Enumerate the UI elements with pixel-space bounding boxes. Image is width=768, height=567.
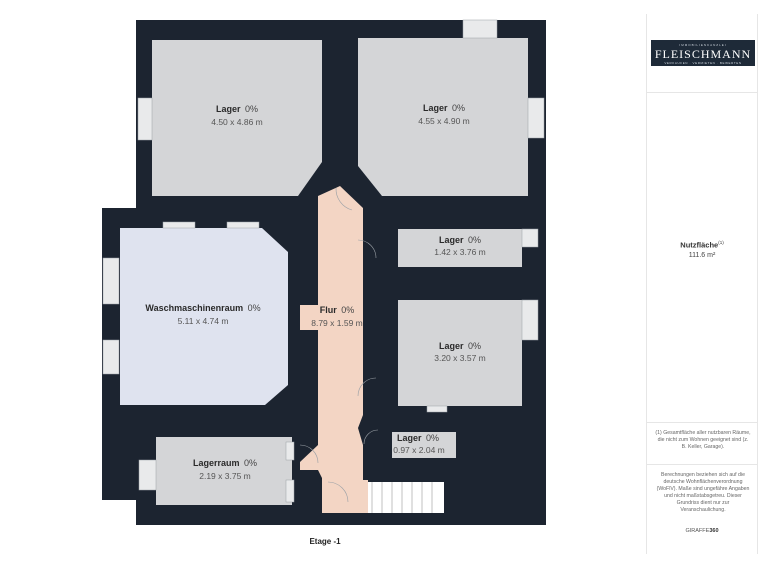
room-lager-5[interactable] — [392, 432, 456, 458]
room-labels: Lager 0% 4.50 x 4.86 m Lager 0% 4.55 x 4… — [145, 98, 486, 481]
sidebar-divider — [647, 92, 757, 93]
room-flur[interactable] — [300, 186, 368, 513]
dims-flur: 8.79 x 1.59 m — [311, 318, 363, 328]
room-lager-2[interactable] — [358, 38, 528, 196]
sidebar-divider — [647, 464, 757, 465]
dims-lager-5: 0.97 x 2.04 m — [393, 445, 445, 455]
room-waschmaschinenraum[interactable] — [120, 228, 288, 405]
giraffe360-brand: GIRAFFE360 — [685, 528, 719, 534]
room-lager-1[interactable] — [152, 40, 322, 196]
disclaimer: Berechnungen beziehen sich auf die deuts… — [656, 472, 750, 513]
dims-lager-3: 1.42 x 3.76 m — [434, 247, 486, 257]
dims-lagerraum: 2.19 x 3.75 m — [199, 471, 251, 481]
label-waschmaschinenraum: Waschmaschinenraum 0% — [145, 298, 260, 315]
company-logo: IMMOBILIENKANZLEI FLEISCHMANN VERKAUFEN … — [651, 40, 755, 66]
label-flur: Flur 0% — [320, 300, 354, 317]
sidebar-divider — [647, 422, 757, 423]
room-lagerraum[interactable] — [156, 437, 292, 505]
dims-lager-1: 4.50 x 4.86 m — [211, 117, 263, 127]
staircase — [368, 482, 444, 513]
doors — [299, 187, 379, 503]
area-value: 111.6 m² — [688, 252, 716, 259]
label-lager-2: Lager 0% — [423, 98, 465, 115]
area-footnote: (1) Gesamtfläche aller nutzbaren Räume, … — [655, 430, 751, 450]
windows — [102, 19, 545, 503]
label-lager-3: Lager 0% — [439, 230, 481, 247]
floor-plan: Lager 0% 4.50 x 4.86 m Lager 0% 4.55 x 4… — [102, 19, 546, 546]
dims-lager-4: 3.20 x 3.57 m — [434, 353, 486, 363]
dims-lager-2: 4.55 x 4.90 m — [418, 116, 470, 126]
logo-tagline-top: IMMOBILIENKANZLEI — [679, 43, 727, 47]
info-sidebar: IMMOBILIENKANZLEI FLEISCHMANN VERKAUFEN … — [646, 14, 758, 554]
label-lager-4: Lager 0% — [439, 336, 481, 353]
room-lager-4[interactable] — [398, 300, 522, 406]
dims-waschmaschinenraum: 5.11 x 4.74 m — [178, 316, 229, 326]
area-title: Nutzfläche(1) — [680, 240, 724, 250]
floor-label: Etage -1 — [309, 537, 341, 546]
stair-steps — [371, 482, 433, 513]
label-lager-5: Lager 0% — [397, 428, 439, 445]
room-lager-3[interactable] — [398, 229, 522, 267]
logo-brand: FLEISCHMANN — [654, 47, 752, 61]
label-lager-1: Lager 0% — [216, 99, 258, 116]
label-lagerraum: Lagerraum 0% — [193, 453, 257, 470]
logo-tagline-bottom: VERKAUFEN · VERMIETEN · BEWERTEN — [664, 61, 742, 65]
